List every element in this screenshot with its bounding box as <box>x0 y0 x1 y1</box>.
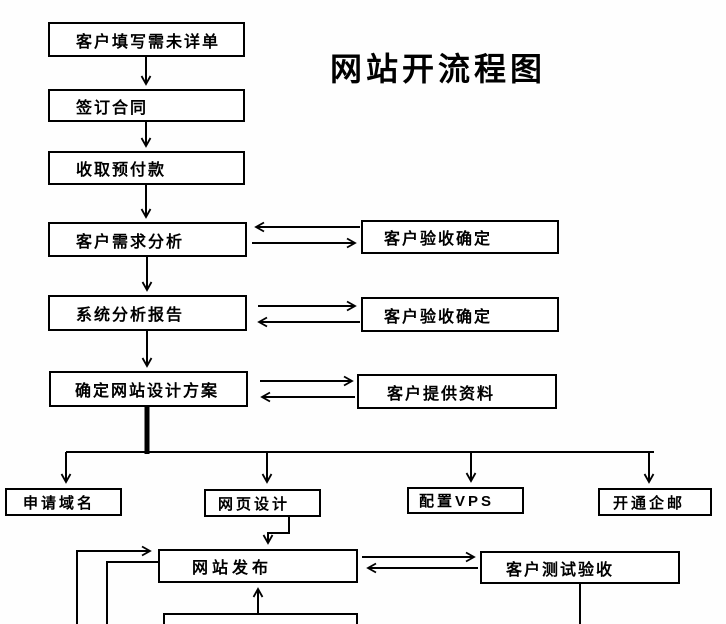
node-sign-contract: 签订合同 <box>48 89 245 122</box>
diagram-title: 网站开流程图 <box>330 51 547 87</box>
node-web-design: 网页设计 <box>204 489 321 517</box>
node-client-acceptance-2: 客户验收确定 <box>361 297 559 332</box>
node-web-revision-partial: 网页修改 <box>163 613 358 624</box>
line-feedback-left-2 <box>106 561 158 624</box>
node-client-acceptance-1: 客户验收确定 <box>361 220 559 254</box>
node-confirm-design-plan: 确定网站设计方案 <box>49 371 248 407</box>
node-system-analysis-report: 系统分析报告 <box>48 295 247 331</box>
node-collect-prepayment: 收取预付款 <box>48 151 245 185</box>
node-requirement-analysis: 客户需求分析 <box>48 222 247 257</box>
node-website-publish: 网站发布 <box>158 549 358 583</box>
node-client-testing: 客户测试验收 <box>480 551 680 584</box>
node-requirements-form: 客户填写需未详单 <box>48 22 245 57</box>
node-enterprise-email: 开通企邮 <box>598 488 712 516</box>
arrow-webdesign-publish <box>262 517 290 545</box>
arrow-feedback-left-1 <box>76 545 152 624</box>
node-client-materials: 客户提供资料 <box>357 374 557 409</box>
node-apply-domain: 申请域名 <box>5 488 122 516</box>
node-configure-vps: 配置VPS <box>407 487 524 514</box>
